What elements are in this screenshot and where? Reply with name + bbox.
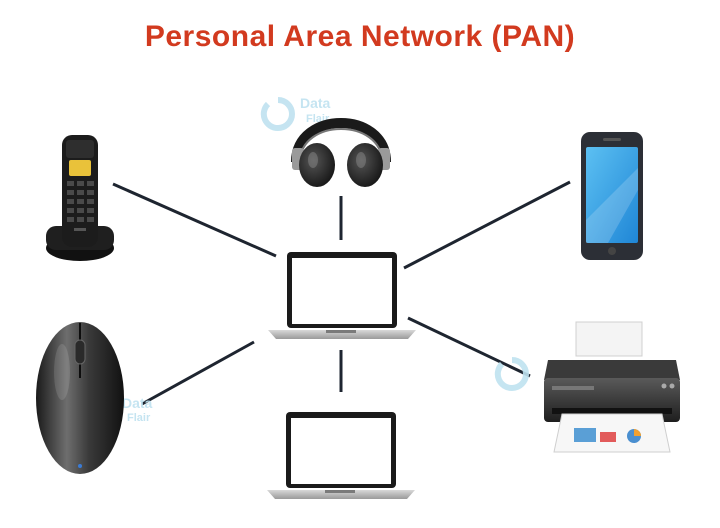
smartphone-icon [581,132,643,260]
link-printer [407,316,531,378]
watermark-brand-top: Data [122,395,153,411]
mouse-icon [36,322,124,474]
watermark-logo-printer [494,357,529,392]
printer-icon [544,321,680,453]
watermark-brand-top: Data [300,95,331,111]
link-mouse [141,340,255,406]
watermark-brand-bottom: Flair [127,412,151,424]
link-smartphone [403,180,571,270]
link-phone [112,182,277,258]
laptop-hub-icon [268,252,416,339]
headphones-icon [291,118,391,187]
diagram-title: Personal Area Network (PAN) [144,20,576,53]
laptop-icon [267,412,415,499]
cordless-phone-icon [46,135,114,261]
connection-links [112,180,571,406]
